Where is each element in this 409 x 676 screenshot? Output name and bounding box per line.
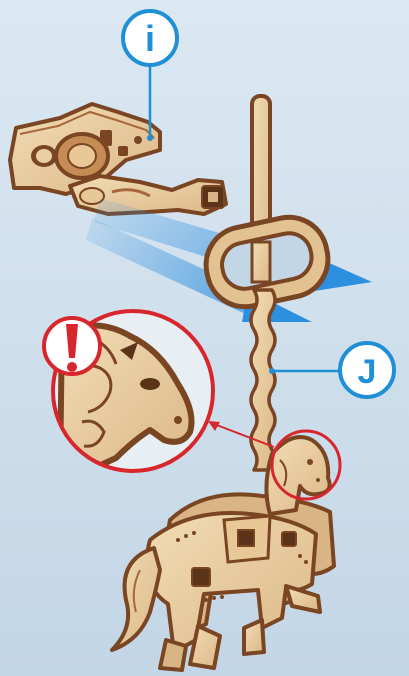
- warning-badge: [44, 318, 100, 374]
- callout-i-label: i: [145, 18, 155, 59]
- callout-j-label: J: [358, 353, 377, 391]
